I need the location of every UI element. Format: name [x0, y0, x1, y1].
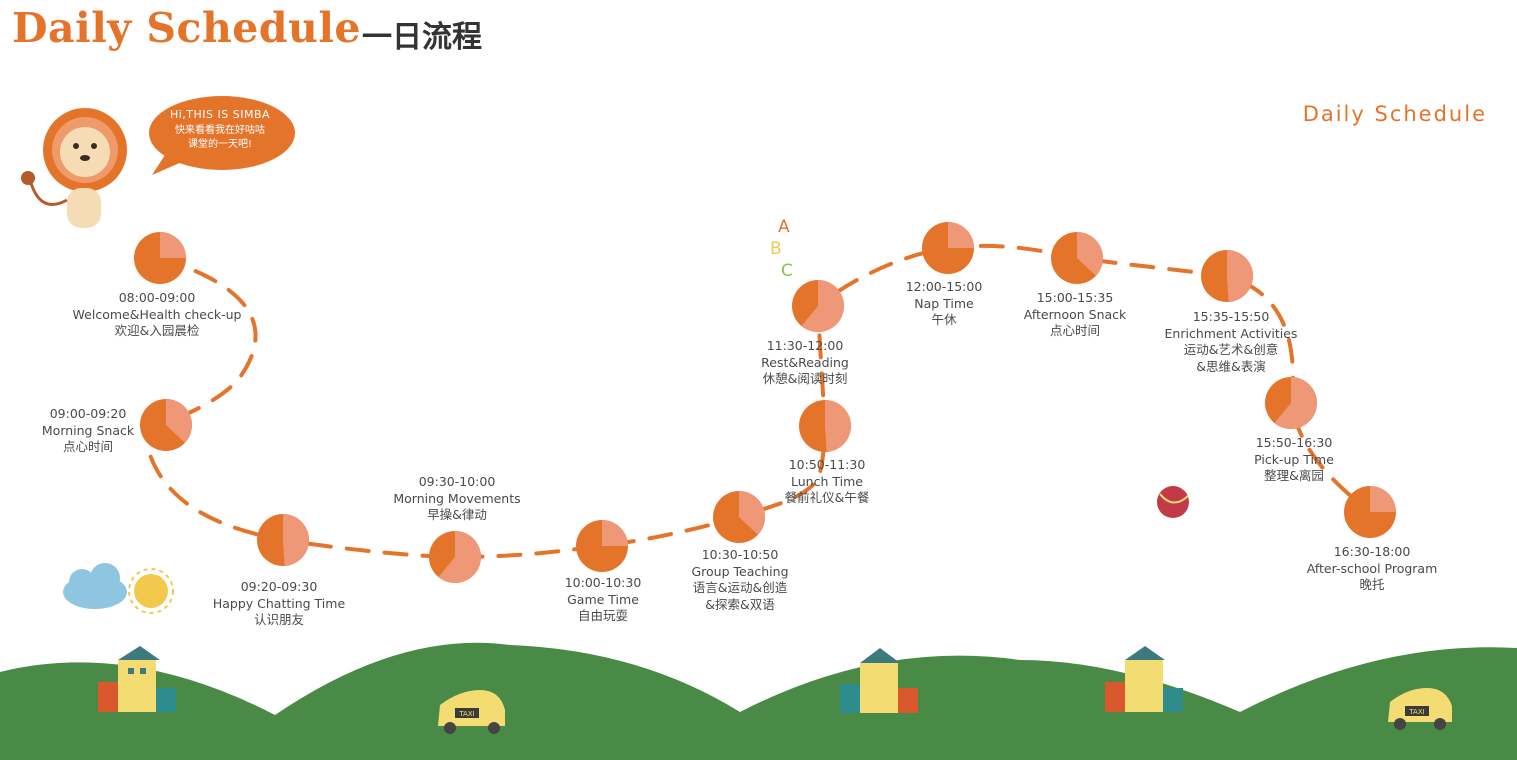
schedule-activity: Afternoon Snack — [1023, 306, 1127, 322]
schedule-activity-chinese: 点心时间 — [62, 439, 113, 454]
schedule-activity: Happy Chatting Time — [212, 595, 346, 611]
schedule-activity-chinese: 整理&离园 — [1264, 468, 1324, 483]
corner-title: Daily Schedule — [1302, 102, 1487, 126]
schedule-time-marker — [799, 400, 852, 452]
cloud-icon — [63, 563, 127, 609]
schedule-activity: Pick-up Time — [1254, 451, 1334, 467]
schedule-time-marker — [257, 514, 309, 566]
schedule-activity: Morning Snack — [41, 422, 135, 438]
schedule-time-marker — [713, 491, 765, 543]
house-icon — [98, 646, 176, 712]
schedule-time-marker — [576, 520, 628, 572]
mascot-message-line2: 课堂的一天吧! — [187, 139, 252, 150]
schedule-time: 10:30-10:50 — [701, 547, 779, 562]
schedule-activity-chinese: 休憩&阅读时刻 — [762, 371, 848, 386]
schedule-time: 15:50-16:30 — [1255, 435, 1333, 450]
page-title-chinese: 一日流程 — [362, 20, 482, 55]
schedule-time-marker — [1201, 250, 1254, 302]
schedule-time: 09:30-10:00 — [418, 474, 496, 489]
mascot-message-line1: 快来看看我在好咕咕 — [175, 125, 265, 136]
taxi-sign: TAXI — [1408, 708, 1424, 716]
taxi-icon: TAXI — [1388, 688, 1452, 730]
schedule-time: 10:50-11:30 — [788, 457, 866, 472]
letter-c: C — [781, 261, 793, 281]
house-icon — [840, 648, 918, 713]
schedule-activity-chinese: 餐前礼仪&午餐 — [784, 490, 870, 505]
schedule-activity-chinese: 午休 — [931, 312, 957, 327]
schedule-activity-chinese: 早操&律动 — [427, 507, 487, 522]
schedule-time: 08:00-09:00 — [118, 290, 196, 305]
speech-bubble-text: Hi,THIS IS SIMBA 快来看看我在好咕咕 课堂的一天吧! — [150, 108, 290, 152]
schedule-time: 12:00-15:00 — [905, 279, 983, 294]
letter-a: A — [778, 217, 790, 237]
taxi-icon: TAXI — [438, 690, 505, 734]
schedule-time: 15:35-15:50 — [1192, 309, 1270, 324]
schedule-time: 11:30-12:00 — [766, 338, 844, 353]
schedule-activity: Welcome&Health check-up — [72, 306, 242, 322]
schedule-time-marker — [134, 232, 186, 284]
schedule-activity-chinese-2: &探索&双语 — [705, 596, 775, 612]
house-icon — [1105, 646, 1183, 712]
page-title: Daily Schedule — [12, 4, 361, 52]
schedule-time-marker — [140, 399, 192, 451]
ball-icon — [1157, 486, 1189, 518]
schedule-time: 16:30-18:00 — [1333, 544, 1411, 559]
schedule-time-marker — [1265, 377, 1318, 430]
grass-hills — [0, 642, 1517, 760]
schedule-activity: Group Teaching — [691, 563, 789, 579]
schedule-time-marker — [792, 280, 844, 332]
schedule-time: 15:00-15:35 — [1036, 290, 1114, 305]
schedule-activity-chinese: 欢迎&入园晨检 — [114, 323, 200, 338]
schedule-time: 09:00-09:20 — [49, 406, 127, 421]
schedule-time: 09:20-09:30 — [240, 579, 318, 594]
schedule-activity: Game Time — [567, 591, 639, 607]
schedule-time-marker — [429, 531, 482, 583]
sun-icon — [128, 568, 174, 614]
schedule-activity: After-school Program — [1306, 560, 1438, 576]
schedule-activity-chinese: 自由玩耍 — [577, 608, 628, 623]
schedule-activity-chinese: 语言&运动&创造 — [692, 580, 788, 595]
schedule-activity-chinese-2: &思维&表演 — [1196, 358, 1266, 374]
schedule-activity-chinese: 晚托 — [1359, 577, 1385, 592]
schedule-time: 10:00-10:30 — [564, 575, 642, 590]
mascot-greeting: Hi,THIS IS SIMBA — [169, 108, 271, 121]
taxi-sign: TAXI — [458, 710, 474, 718]
schedule-activity-chinese: 认识朋友 — [253, 612, 304, 627]
schedule-activity: Lunch Time — [791, 473, 863, 489]
lion-mascot-icon — [21, 108, 127, 228]
schedule-time-marker — [1051, 232, 1103, 284]
schedule-activity: Nap Time — [914, 295, 974, 311]
schedule-activity: Morning Movements — [393, 490, 521, 506]
schedule-activity-chinese: 运动&艺术&创意 — [1183, 342, 1279, 357]
schedule-activity: Enrichment Activities — [1164, 325, 1298, 341]
schedule-time-marker — [1344, 486, 1396, 538]
schedule-time-marker — [922, 222, 974, 274]
letter-b: B — [770, 239, 782, 259]
speech-bubble — [149, 96, 295, 175]
schedule-activity: Rest&Reading — [761, 354, 849, 370]
schedule-activity-chinese: 点心时间 — [1049, 323, 1100, 338]
